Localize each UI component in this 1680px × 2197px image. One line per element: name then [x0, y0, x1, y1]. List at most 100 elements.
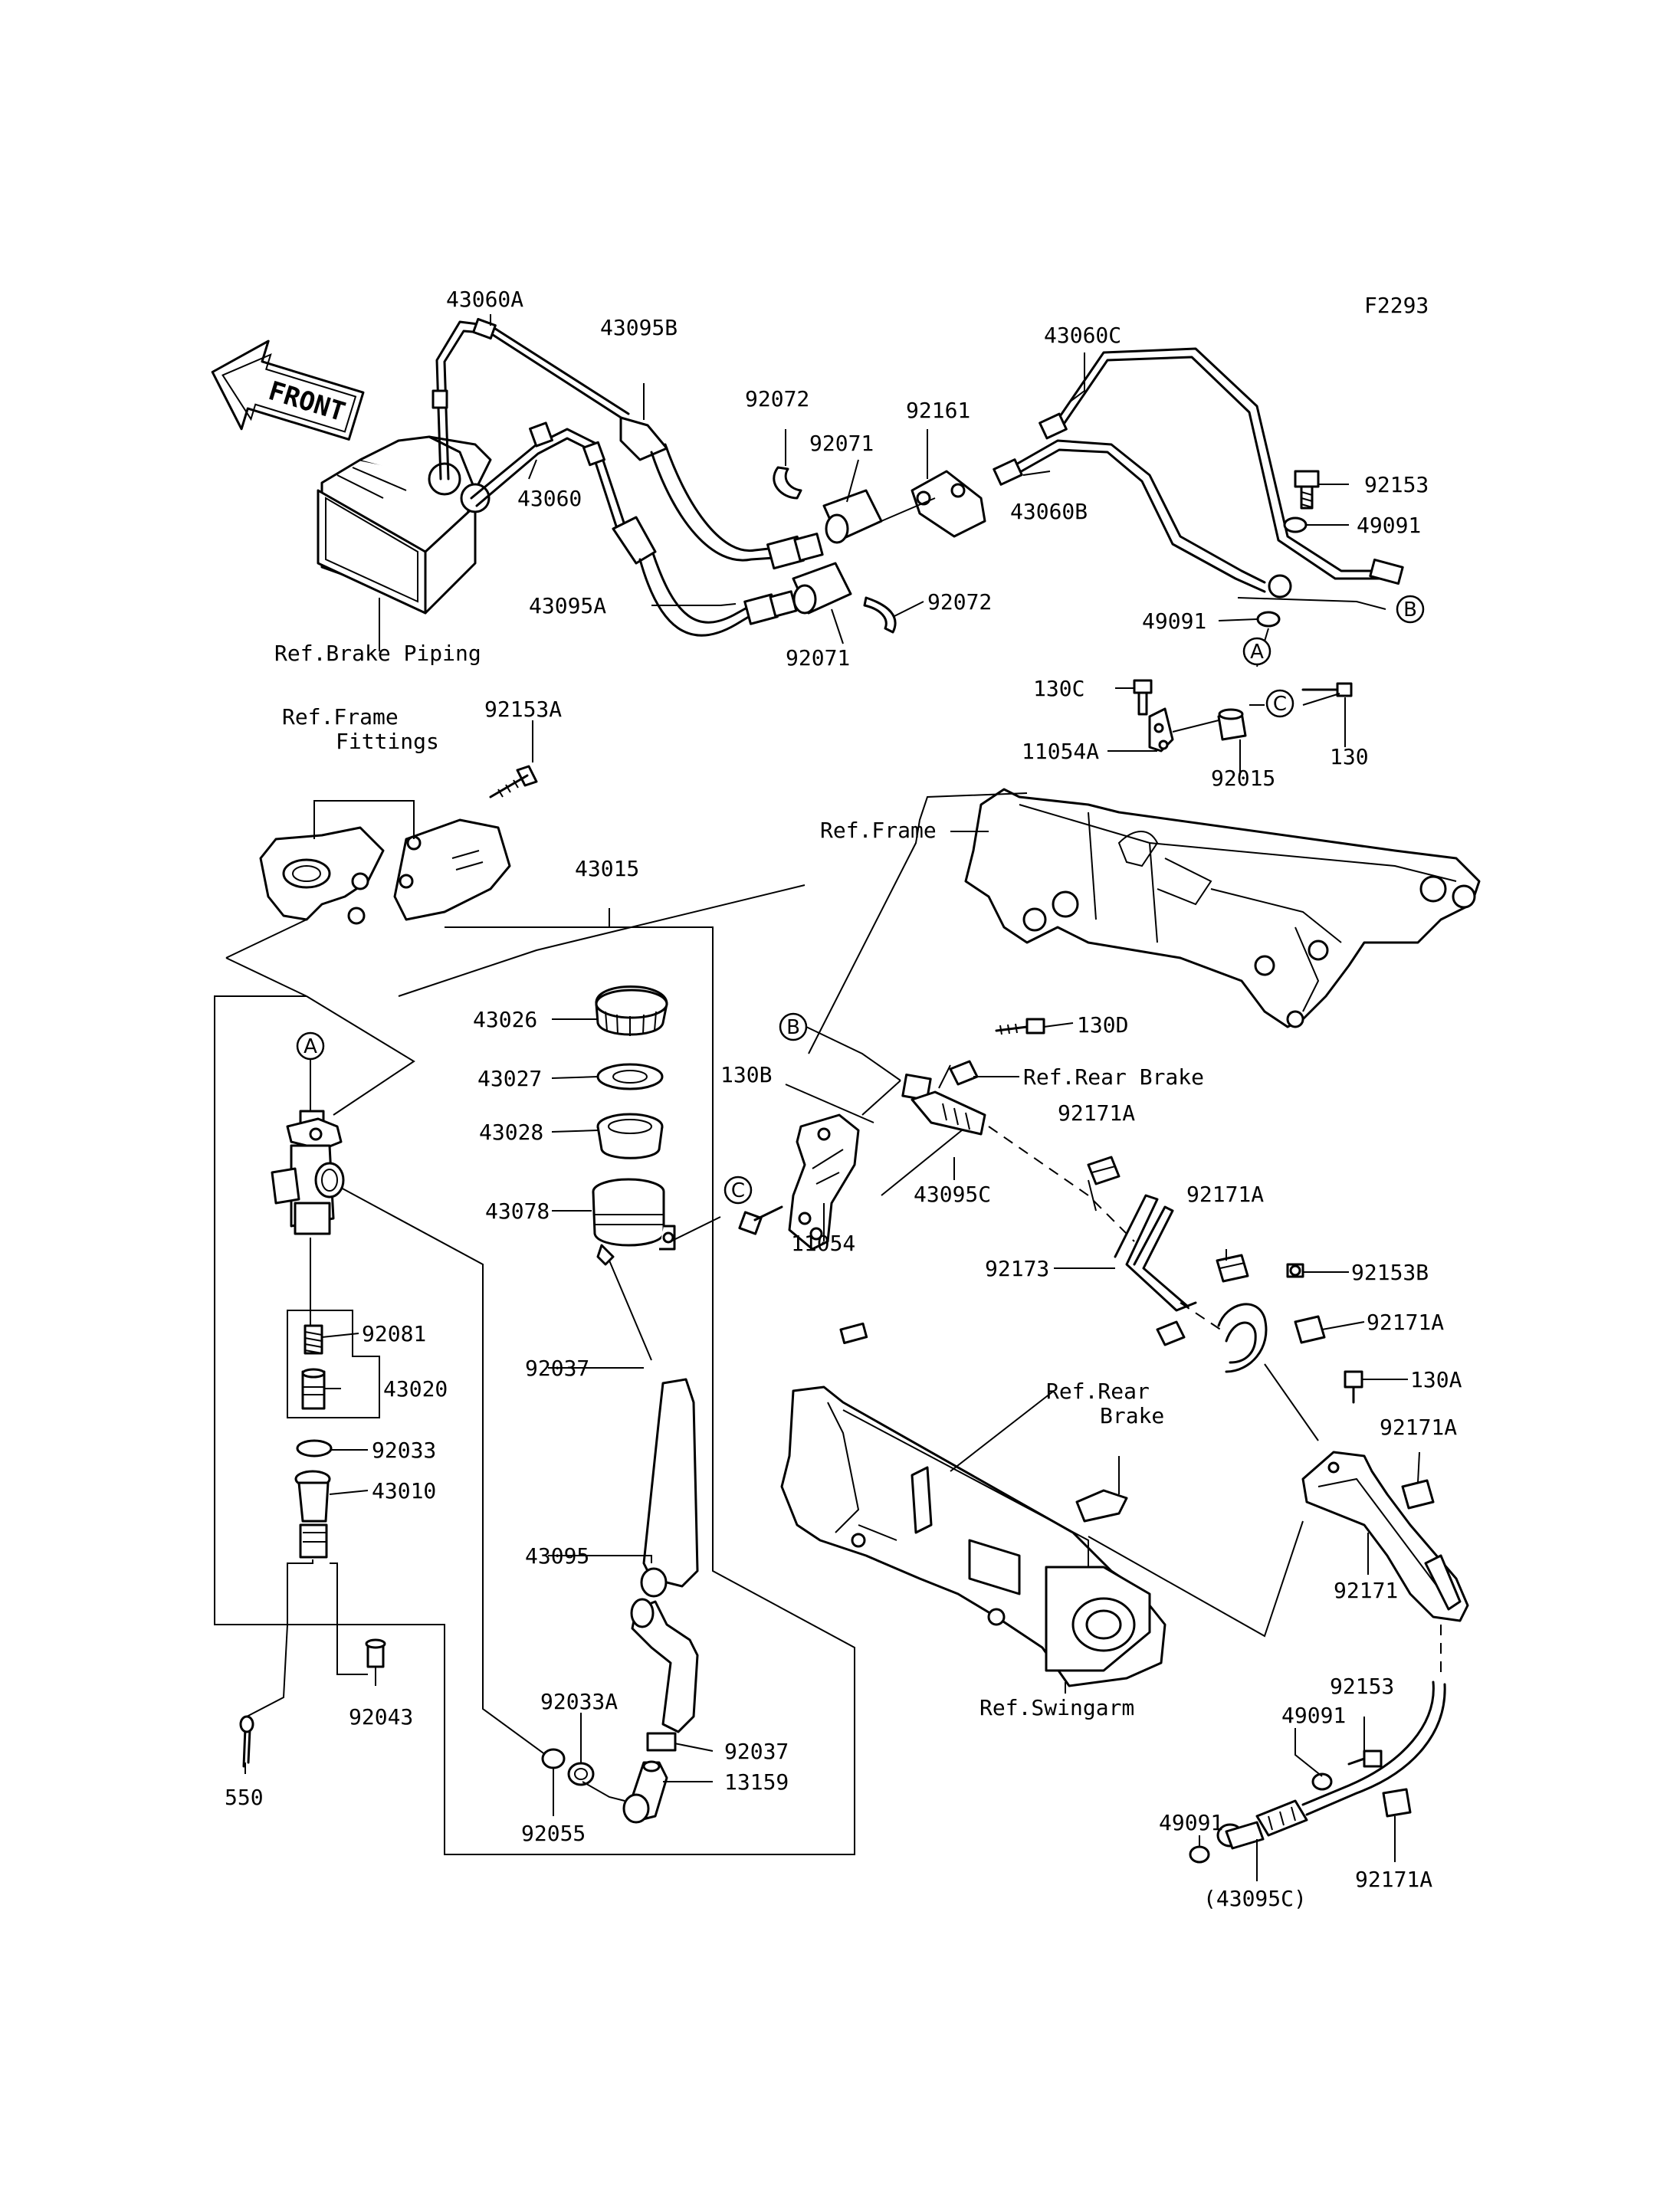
clamp-92072-upper — [773, 466, 802, 500]
callout-a-lower: A — [296, 1031, 325, 1061]
collar-92015 — [1217, 708, 1247, 741]
part-92173: 92173 — [985, 1256, 1049, 1281]
part-92072-upper: 92072 — [745, 386, 809, 412]
ref-frame-fittings-1: Ref.Frame — [282, 704, 399, 730]
clip-92037-upper — [839, 1322, 868, 1345]
washer-49091-lower — [1256, 611, 1281, 628]
part-130D: 130D — [1077, 1012, 1128, 1038]
grommet-92071-upper — [822, 489, 883, 544]
grommet-92071-lower — [792, 562, 852, 615]
master-cylinder-body — [271, 1110, 345, 1235]
svg-text:C: C — [731, 1179, 745, 1202]
clamp-92072-lower — [863, 596, 897, 634]
washer-49091-upper — [1283, 516, 1308, 533]
o-ring-92055 — [541, 1748, 566, 1769]
part-43095C: 43095C — [914, 1182, 991, 1207]
part-92153A: 92153A — [484, 697, 562, 722]
part-43095: 43095 — [525, 1543, 589, 1569]
bolt-130D — [995, 1018, 1045, 1035]
clip-92171A-4 — [1401, 1479, 1435, 1510]
part-43095C-reference: (43095C) — [1203, 1886, 1307, 1911]
bracket-11054 — [788, 1113, 860, 1251]
circlip-92033 — [296, 1439, 333, 1458]
clip-92037-lower — [646, 1732, 677, 1752]
banjo-bolt-92153-upper — [1294, 470, 1320, 510]
callout-c-lower: C — [724, 1176, 753, 1205]
part-92043: 92043 — [349, 1704, 413, 1730]
clip-92171A-5 — [1382, 1788, 1412, 1818]
ref-rear-brake-lower-2: Brake — [1100, 1403, 1164, 1428]
part-92037-upper: 92037 — [525, 1356, 589, 1381]
parts-group-outline — [214, 908, 855, 1855]
bolt-130C — [1133, 679, 1153, 716]
piston-43020 — [301, 1368, 326, 1410]
hose-joint-13159 — [622, 1760, 668, 1824]
frame-fittings-bracket — [259, 818, 511, 925]
clip-92171A-3 — [1294, 1315, 1326, 1344]
part-92033: 92033 — [372, 1438, 436, 1463]
hose-clip-upper — [949, 1060, 979, 1086]
part-92072-lower: 92072 — [927, 589, 992, 615]
part-11054: 11054 — [791, 1231, 855, 1256]
part-92071-lower: 92071 — [786, 645, 850, 671]
callout-b-upper: B — [1396, 595, 1425, 624]
hose-guide-92171 — [1301, 1451, 1469, 1622]
callout-a-upper: A — [1242, 637, 1271, 666]
part-92171A-5: 92171A — [1355, 1867, 1432, 1892]
joint-43095C — [901, 1073, 986, 1136]
part-550: 550 — [225, 1785, 264, 1810]
washer-49091-c — [1311, 1772, 1333, 1791]
part-13159: 13159 — [724, 1769, 789, 1795]
part-92153-upper: 92153 — [1364, 472, 1429, 497]
diaphragm-43028 — [596, 1113, 664, 1159]
brake-hose-43095A — [612, 516, 798, 637]
part-43010: 43010 — [372, 1478, 436, 1503]
part-92037-lower: 92037 — [724, 1739, 789, 1764]
ref-frame-fittings-2: Fittings — [336, 729, 439, 754]
bolt-130A — [1344, 1370, 1363, 1404]
frame-section — [964, 788, 1481, 1028]
svg-text:C: C — [1273, 693, 1287, 716]
bracket-92161 — [881, 470, 986, 538]
part-92171A-3: 92171A — [1367, 1310, 1444, 1335]
part-43020: 43020 — [383, 1376, 448, 1402]
hose-guide-92173 — [1114, 1194, 1268, 1373]
svg-text:B: B — [786, 1016, 800, 1039]
abs-hydraulic-unit — [317, 435, 492, 615]
part-49091-c: 49091 — [1281, 1703, 1346, 1728]
ref-rear-brake-lower-1: Ref.Rear — [1046, 1379, 1150, 1404]
leader-lines — [244, 314, 1420, 1881]
brake-line-43060A — [431, 317, 630, 480]
rear-brake-bracket — [1075, 1489, 1128, 1523]
svg-text:A: A — [304, 1035, 317, 1058]
part-92171: 92171 — [1334, 1578, 1398, 1603]
bolt-92153B — [1286, 1263, 1304, 1278]
swingarm — [780, 1385, 1166, 1687]
bolt-92153-lower — [1347, 1749, 1383, 1768]
joint-43095C-lower — [1216, 1799, 1308, 1850]
part-43060C: 43060C — [1044, 323, 1121, 348]
hose-clamp-92033A — [567, 1762, 595, 1786]
push-rod-43010 — [294, 1470, 331, 1559]
part-130C: 130C — [1033, 676, 1084, 701]
ref-rear-brake-upper: Ref.Rear Brake — [1023, 1064, 1204, 1090]
spring-92081 — [304, 1324, 323, 1355]
part-130A: 130A — [1410, 1367, 1462, 1392]
svg-text:B: B — [1403, 598, 1417, 621]
part-43028: 43028 — [479, 1120, 543, 1145]
brake-line-43060C — [1039, 347, 1404, 585]
part-43060: 43060 — [517, 486, 582, 511]
piston-assembly-box — [287, 1310, 380, 1418]
bolt-130 — [1301, 682, 1353, 697]
part-92071-upper: 92071 — [809, 431, 874, 456]
part-11054A: 11054A — [1022, 739, 1099, 764]
bolt-92153A — [489, 765, 538, 798]
part-92171A-1: 92171A — [1058, 1100, 1135, 1126]
svg-text:A: A — [1250, 641, 1264, 664]
part-labels: 43060A 43095B 92072 92161 43060C 92071 4… — [225, 287, 1462, 1911]
part-92033A: 92033A — [540, 1689, 618, 1714]
cotter-pin-550 — [239, 1624, 288, 1768]
brake-hose-43095B — [619, 416, 824, 570]
pin-92043 — [365, 1638, 386, 1668]
